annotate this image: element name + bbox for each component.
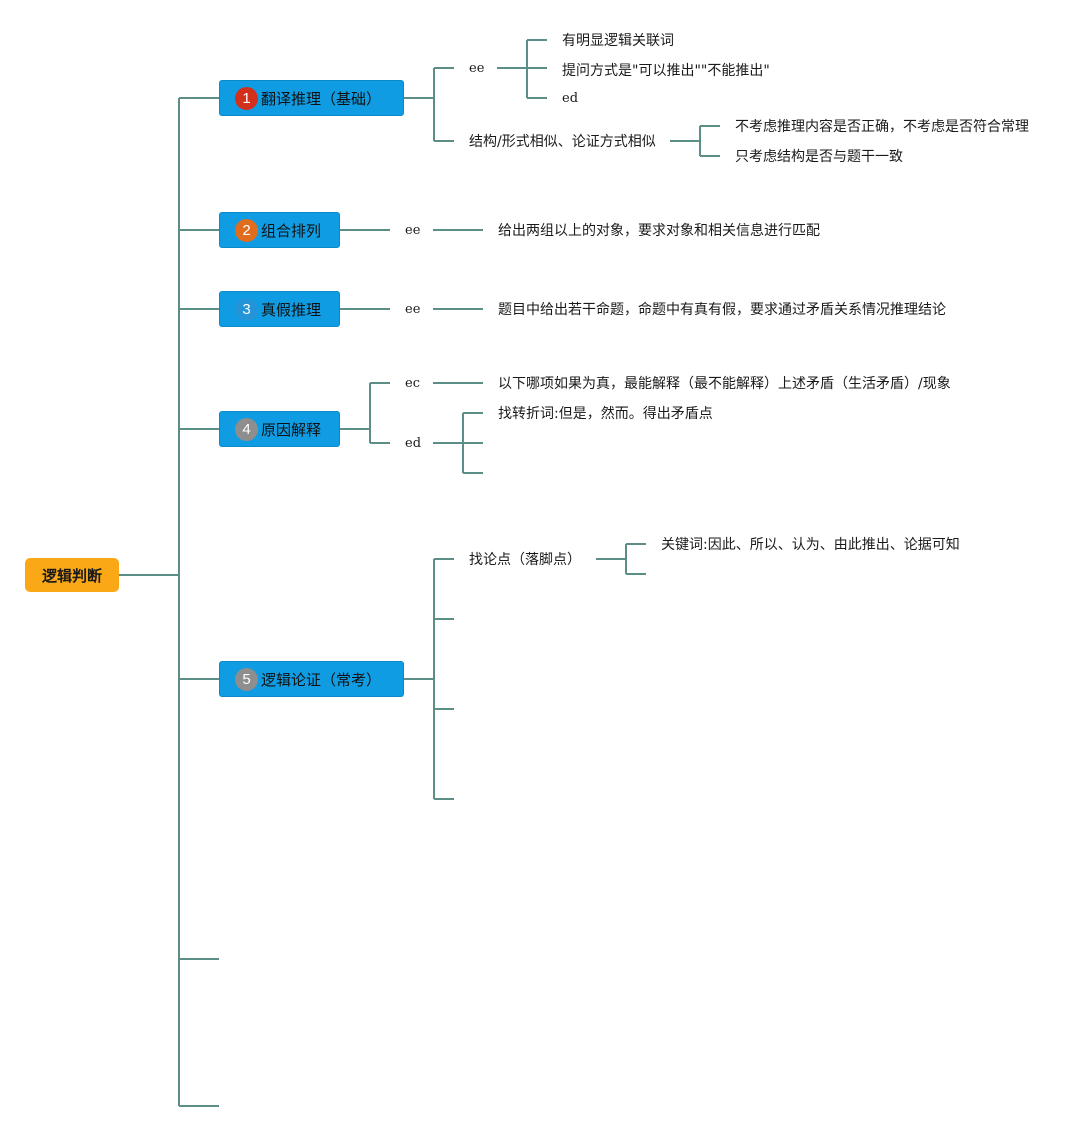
branch-label: 翻译推理（基础） xyxy=(261,89,382,108)
topic-node[interactable]: 有明显逻辑关联词 xyxy=(562,33,674,49)
branch-combination-arrangement[interactable]: 2 组合排列 xyxy=(219,212,340,248)
topic-node[interactable]: 以下哪项如果为真，最能解释（最不能解释）上述矛盾（生活矛盾）/现象 xyxy=(498,376,951,392)
topic-node[interactable]: ec xyxy=(405,376,420,391)
topic-node[interactable]: 关键词:因此、所以、认为、由此推出、论据可知 xyxy=(661,537,960,553)
priority-3-icon: 3 xyxy=(235,297,258,321)
topic-node[interactable]: 只考虑结构是否与题干一致 xyxy=(735,149,903,165)
topic-node[interactable]: ed xyxy=(405,436,422,451)
topic-node[interactable]: 结构/形式相似、论证方式相似 xyxy=(469,134,656,150)
priority-4-icon: 4 xyxy=(235,417,258,441)
branch-translation-reasoning[interactable]: 1 翻译推理（基础） xyxy=(219,80,404,116)
branch-label: 真假推理 xyxy=(261,300,322,319)
branch-logical-argument[interactable]: 5 逻辑论证（常考） xyxy=(219,661,404,697)
topic-node[interactable]: 找转折词:但是，然而。得出矛盾点 xyxy=(498,406,713,422)
branch-label: 逻辑论证（常考） xyxy=(261,670,382,689)
topic-node[interactable]: 题目中给出若干命题，命题中有真有假，要求通过矛盾关系情况推理结论 xyxy=(498,302,946,318)
branch-true-false-reasoning[interactable]: 3 真假推理 xyxy=(219,291,340,327)
priority-2-icon: 2 xyxy=(235,218,258,242)
priority-5-icon: 5 xyxy=(235,667,258,691)
topic-node[interactable]: ee xyxy=(469,61,485,76)
branch-cause-explanation[interactable]: 4 原因解释 xyxy=(219,411,340,447)
topic-node[interactable]: ed xyxy=(562,91,579,106)
branch-label: 组合排列 xyxy=(261,221,322,240)
topic-node[interactable]: 不考虑推理内容是否正确，不考虑是否符合常理 xyxy=(735,119,1029,135)
topic-node[interactable]: ee xyxy=(405,302,421,317)
topic-node[interactable]: 给出两组以上的对象，要求对象和相关信息进行匹配 xyxy=(498,223,820,239)
topic-node[interactable]: 提问方式是"可以推出""不能推出" xyxy=(562,63,770,79)
priority-1-icon: 1 xyxy=(235,86,258,110)
branch-label: 原因解释 xyxy=(261,420,322,439)
topic-node[interactable]: 找论点（落脚点） xyxy=(469,552,581,568)
topic-node[interactable]: ee xyxy=(405,223,421,238)
root-topic[interactable]: 逻辑判断 xyxy=(25,558,119,592)
